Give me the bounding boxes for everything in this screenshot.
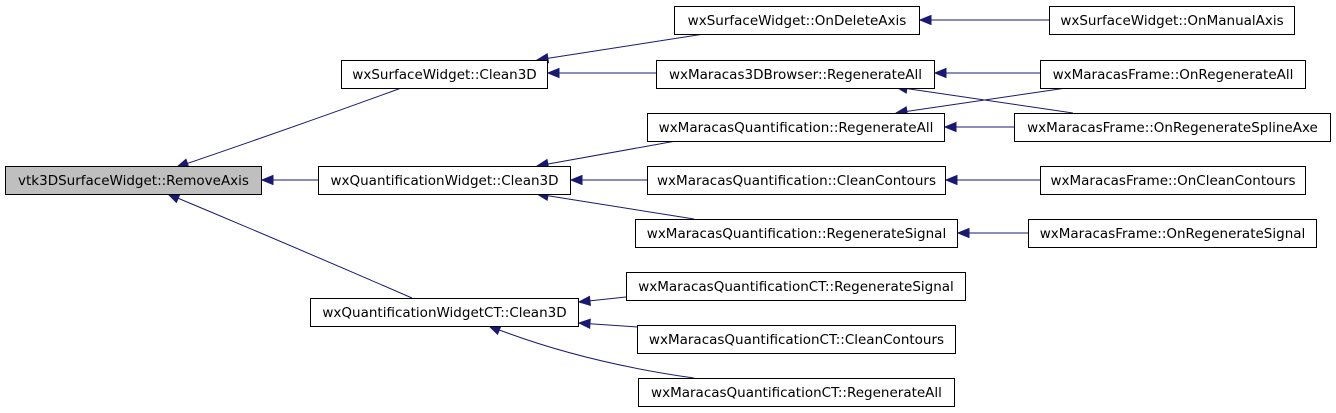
arrowhead-icon [943, 121, 957, 133]
node-label: wxMaracasFrame::OnRegenerateSplineAxe [1027, 120, 1318, 136]
edge-line [895, 86, 1074, 114]
edge-line [536, 140, 677, 167]
edge-mqct_cleancont-to-qwct_clean [577, 318, 638, 330]
edge-line [488, 325, 695, 379]
node-label: wxMaracasQuantificationCT::RegenerateSig… [638, 279, 954, 295]
node-mq_regsig[interactable]: wxMaracasQuantification::RegenerateSigna… [635, 219, 958, 248]
arrowhead-icon [577, 318, 591, 330]
node-sw_manaxis[interactable]: wxSurfaceWidget::OnManualAxis [1049, 6, 1295, 35]
node-mq_cleancont[interactable]: wxMaracasQuantification::CleanContours [647, 166, 946, 195]
edge-mf_regen-to-m3d_regen [933, 67, 1040, 79]
node-box[interactable] [638, 378, 955, 407]
node-mqct_regen[interactable]: wxMaracasQuantificationCT::RegenerateAll [638, 378, 955, 407]
edge-mf_regspline-to-mq_regen [943, 121, 1014, 133]
node-box[interactable] [310, 298, 579, 327]
arrowhead-icon [956, 227, 970, 239]
node-label: wxMaracasQuantification::CleanContours [657, 173, 936, 189]
node-m3d_regen[interactable]: wxMaracas3DBrowser::RegenerateAll [656, 60, 935, 89]
node-mqct_regsig[interactable]: wxMaracasQuantificationCT::RegenerateSig… [626, 272, 966, 301]
node-box[interactable] [1040, 166, 1306, 195]
node-box[interactable] [647, 113, 945, 142]
arrowhead-icon [260, 174, 274, 186]
node-label: wxMaracasQuantificationCT::CleanContours [649, 332, 944, 348]
node-label: wxMaracasQuantification::RegenerateAll [659, 120, 934, 136]
node-box[interactable] [656, 60, 935, 89]
arrowhead-icon [546, 67, 560, 79]
node-box[interactable] [674, 6, 920, 35]
node-box[interactable] [1028, 219, 1317, 248]
edge-sw_delaxis-to-sw_clean [535, 33, 705, 64]
edge-mq_regsig-to-qw_clean [535, 190, 695, 220]
edge-sw_clean-to-root [175, 86, 405, 169]
edge-mqct_regsig-to-qwct_clean [577, 295, 627, 306]
node-box[interactable] [1040, 60, 1306, 89]
edge-mq_regen-to-qw_clean [535, 140, 677, 170]
edge-line [536, 33, 705, 61]
node-box[interactable] [5, 166, 262, 195]
node-sw_delaxis[interactable]: wxSurfaceWidget::OnDeleteAxis [674, 6, 920, 35]
arrowhead-icon [577, 295, 591, 306]
edge-mq_cleancont-to-qw_clean [569, 174, 647, 186]
node-qw_clean[interactable]: wxQuantificationWidget::Clean3D [318, 166, 571, 195]
arrowhead-icon [569, 174, 583, 186]
node-label: wxSurfaceWidget::OnDeleteAxis [688, 13, 907, 29]
node-mf_regsig[interactable]: wxMaracasFrame::OnRegenerateSignal [1028, 219, 1317, 248]
node-label: wxSurfaceWidget::OnManualAxis [1060, 13, 1283, 29]
node-mf_cleancont[interactable]: wxMaracasFrame::OnCleanContours [1040, 166, 1306, 195]
arrowhead-icon [933, 67, 947, 79]
node-box[interactable] [647, 166, 946, 195]
node-label: wxMaracas3DBrowser::RegenerateAll [669, 67, 922, 83]
nodes-layer: vtk3DSurfaceWidget::RemoveAxis wxSurfaceW… [5, 6, 1331, 407]
edges-layer [166, 14, 1074, 379]
node-box[interactable] [318, 166, 571, 195]
node-mf_regen[interactable]: wxMaracasFrame::OnRegenerateAll [1040, 60, 1306, 89]
edge-mf_cleancont-to-mq_cleancont [944, 174, 1040, 186]
node-sw_clean[interactable]: wxSurfaceWidget::Clean3D [341, 60, 548, 89]
node-root[interactable]: vtk3DSurfaceWidget::RemoveAxis [5, 166, 262, 195]
node-box[interactable] [341, 60, 548, 89]
arrowhead-icon [918, 14, 932, 26]
node-mf_regspline[interactable]: wxMaracasFrame::OnRegenerateSplineAxe [1014, 113, 1331, 142]
arrowhead-icon [944, 174, 958, 186]
node-mq_regen[interactable]: wxMaracasQuantification::RegenerateAll [647, 113, 945, 142]
arrowhead-icon [487, 325, 502, 336]
node-box[interactable] [635, 219, 958, 248]
edge-qw_clean-to-root [260, 174, 318, 186]
edge-sw_manaxis-to-sw_delaxis [918, 14, 1049, 26]
node-label: wxMaracasFrame::OnRegenerateAll [1053, 67, 1294, 83]
arrowhead-icon [166, 193, 181, 204]
node-label: wxMaracasQuantificationCT::RegenerateAll [651, 385, 942, 401]
node-label: wxMaracasQuantification::RegenerateSigna… [647, 226, 946, 242]
edge-line [167, 193, 413, 299]
node-label: wxQuantificationWidget::Clean3D [330, 173, 558, 189]
node-qwct_clean[interactable]: wxQuantificationWidgetCT::Clean3D [310, 298, 579, 327]
node-label: wxMaracasFrame::OnRegenerateSignal [1040, 226, 1306, 242]
edge-m3d_regen-to-sw_clean [546, 67, 656, 79]
node-box[interactable] [637, 325, 956, 354]
node-label: vtk3DSurfaceWidget::RemoveAxis [18, 173, 249, 189]
node-label: wxMaracasFrame::OnCleanContours [1050, 173, 1295, 189]
node-box[interactable] [1049, 6, 1295, 35]
node-label: wxSurfaceWidget::Clean3D [352, 67, 536, 83]
node-mqct_cleancont[interactable]: wxMaracasQuantificationCT::CleanContours [637, 325, 956, 354]
edge-line [536, 193, 695, 220]
node-label: wxQuantificationWidgetCT::Clean3D [322, 305, 566, 321]
node-box[interactable] [626, 272, 966, 301]
node-box[interactable] [1014, 113, 1331, 142]
edge-mf_regsig-to-mq_regsig [956, 227, 1028, 239]
edge-qwct_clean-to-root [166, 193, 413, 299]
edge-line [176, 86, 405, 168]
